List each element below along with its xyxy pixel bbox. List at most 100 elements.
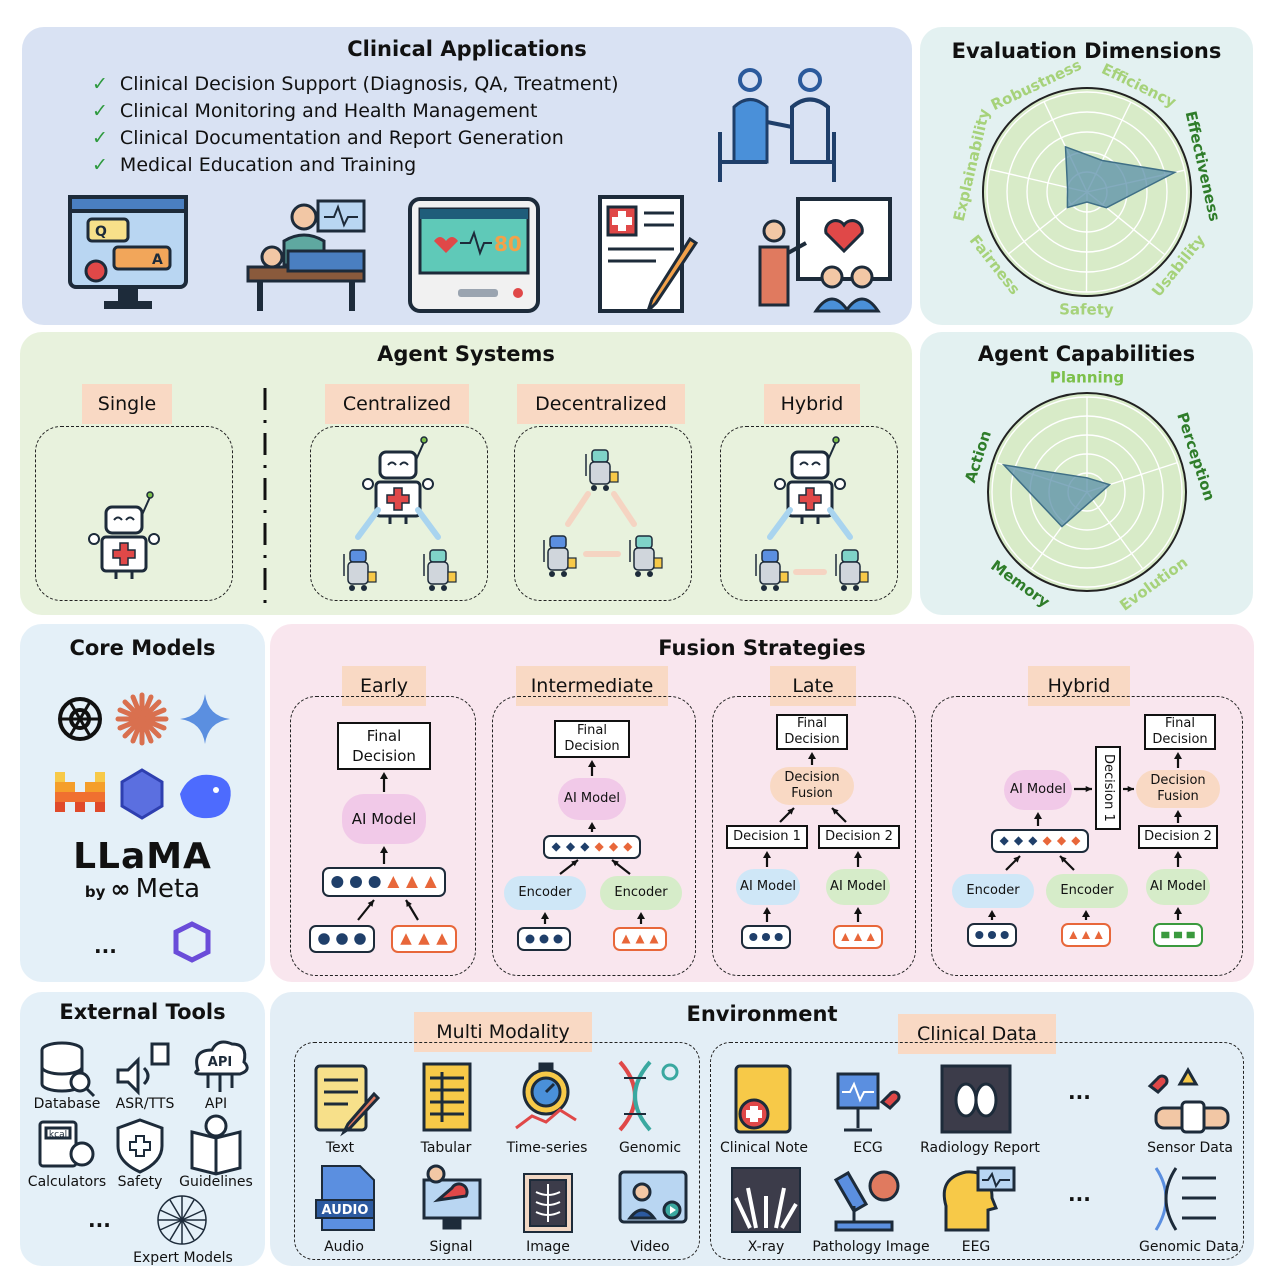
token-triangle [400,933,412,945]
hybrid-ai-model-2: AI Model [1146,869,1210,905]
signal-monitor-icon [422,1164,482,1230]
token-circle [331,876,344,888]
token-triangle [621,934,631,944]
arrow-head [854,851,862,858]
clinical-item: ✓Clinical Decision Support (Diagnosis, Q… [92,73,619,95]
centralized-sub-robot-icon [423,549,457,591]
hybrid-encoder-2: Encoder [1046,874,1128,908]
dashdot-separator [263,388,267,610]
radar-value-polygon [1001,463,1112,528]
intermediate-fused-tokens [543,835,641,859]
token-diamond-orange [594,842,604,852]
intermediate-final-decision: Final Decision [554,720,630,758]
arrow-head [1085,785,1092,793]
arrow-head [541,912,549,919]
evaluation-radar-chart: EfficiencyEffectivenessUsabilitySafetyFa… [950,56,1224,319]
guidelines-book-icon [190,1114,242,1176]
agent-systems-title: Agent Systems [377,342,555,366]
arrow-head [854,907,862,914]
clinical-note-label: Clinical Note [719,1140,809,1156]
token-diamond-orange [623,842,633,852]
audio-file-icon [315,1165,375,1231]
clinical-applications-title: Clinical Applications [347,37,587,61]
clinical-data-ellipsis-1: ... [1068,1080,1091,1104]
token-circle [539,934,549,944]
token-square [1173,931,1183,939]
token-circle [336,933,348,945]
arrow-head [612,860,619,867]
api-cloud-icon [194,1040,249,1092]
single-agent-box [35,426,233,601]
centralized-lead-robot-icon [362,436,434,524]
tool-label-api: API [204,1096,228,1112]
decentralized-robot-icon [629,535,663,577]
single-tag: Single [82,384,172,424]
token-circle [318,933,330,945]
fusion-strategies-panel: Fusion Strategies Early Final Decision A… [270,624,1254,982]
hybrid-lead-robot-icon [774,436,846,524]
centralized-sub-robot-icon [343,549,377,591]
token-diamond-orange [1071,836,1081,846]
token-triangle [635,934,645,944]
radar-axis-label: Planning [1050,369,1124,387]
token-triangle [406,876,418,888]
arrow-head [763,907,771,914]
late-box [712,696,916,976]
hybrid-fusion-box [931,696,1243,976]
clinical-data-box [710,1042,1244,1260]
hybrid-final-decision: Final Decision [1144,714,1216,750]
token-circle [354,933,366,945]
token-triangle [436,933,448,945]
pathology-image-label: Pathology Image [812,1239,930,1255]
arrow-head [763,851,771,858]
check-icon: ✓ [92,100,108,122]
clinical-note-icon [734,1064,792,1134]
early-fused-tokens [322,867,446,897]
openai-logo-icon [58,697,102,741]
modality-genomic: Genomic [618,1140,682,1156]
token-circle [749,932,758,942]
tool-label-database: Database [33,1096,101,1112]
token-diamond [551,842,561,852]
token-diamond [565,842,576,852]
arrow-head [1127,785,1134,793]
ecg-machine-icon [836,1072,901,1132]
hybrid-sub-robot-icon [835,549,869,591]
late-ai-model-1: AI Model [736,869,800,905]
xray-hand-icon [731,1167,801,1233]
arrow-head [406,900,412,907]
gemini-logo-icon [180,694,230,744]
sensor-data-label: Sensor Data [1147,1140,1233,1156]
token-circle [350,876,362,888]
evaluation-dimensions-title: Evaluation Dimensions [951,39,1222,63]
token-circle [1000,930,1009,940]
arrow-head [808,752,816,759]
time-series-stopwatch-icon [515,1062,577,1130]
by-meta-logo: by ∞ Meta [84,874,201,904]
safety-shield-icon [116,1118,164,1174]
clinical-item: ✓Clinical Monitoring and Health Manageme… [92,100,538,122]
early-box [290,696,476,976]
late-final-decision: Final Decision [776,714,848,750]
token-circle [368,876,381,888]
core-models-title: Core Models [69,636,216,660]
pathology-microscope-icon [833,1170,900,1232]
agent-capabilities-title: Agent Capabilities [977,342,1196,366]
centralized-link [355,507,381,540]
calculator-icon [38,1120,95,1168]
modality-video: Video [630,1239,670,1255]
token-diamond [1013,836,1024,846]
radar-axis-label: Safety [1059,300,1114,318]
token-circle [975,930,984,940]
decentralized-box [514,426,692,601]
kcal-icon-text: kcal [49,1130,67,1140]
token-square [1161,931,1170,939]
vital-monitor-icon: 80 [408,197,540,313]
arrow-head [1060,856,1067,863]
environment-title: Environment [686,1002,838,1026]
token-triangle [387,876,400,888]
radar-spoke [1086,491,1144,570]
svg-text:A: A [152,252,163,268]
intermediate-box [492,696,696,976]
